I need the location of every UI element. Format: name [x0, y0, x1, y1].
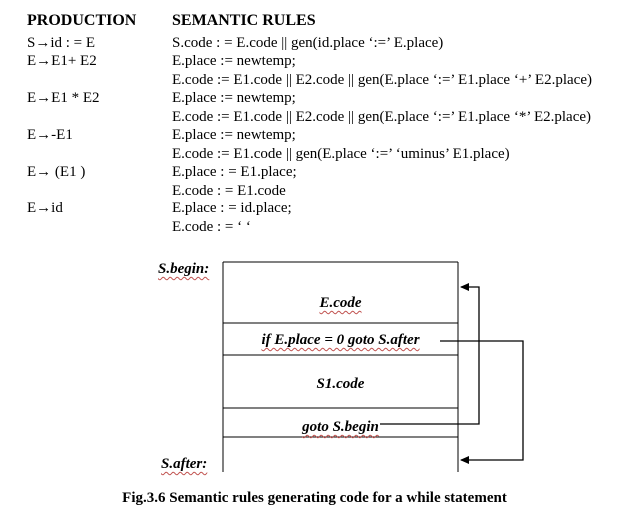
box-e-code-text: E.code — [319, 295, 362, 311]
loop-back-arrow — [380, 286, 480, 425]
box-e-code: E.code — [223, 295, 458, 312]
box-s1-code-text: S1.code — [316, 376, 365, 392]
rule-line: E.code := E1.code || gen(E.place ‘:=’ ‘u… — [172, 145, 510, 162]
arrow-head — [460, 283, 469, 291]
box-if-test: if E.place = 0 goto S.after — [223, 332, 458, 349]
rule-line: E.code : = E1.code — [172, 182, 286, 199]
box-if-test-text: if E.place = 0 goto S.after — [261, 332, 420, 348]
rule-line: S.code : = E.code || gen(id.place ‘:=’ E… — [172, 35, 444, 51]
production-cell: S→id : = E — [27, 35, 96, 51]
production-cell: E→id — [27, 200, 63, 216]
rule-line: E.place := newtemp; — [172, 127, 296, 143]
rule-line: E.code := E1.code || E2.code || gen(E.pl… — [172, 108, 592, 125]
rule-line: E.place := newtemp; — [172, 53, 296, 69]
s-begin-label: S.begin: — [158, 261, 210, 277]
semantic-rules-header: SEMANTIC RULES — [172, 12, 316, 29]
arrow-head — [460, 456, 469, 464]
production-header: PRODUCTION — [27, 12, 137, 29]
box-s1-code: S1.code — [223, 376, 458, 393]
rule-line: E.place : = id.place; — [172, 200, 292, 216]
rule-line: E.code : = ‘ ‘ — [172, 218, 251, 235]
production-cell: E→-E1 — [27, 127, 73, 143]
figure-caption: Fig.3.6 Semantic rules generating code f… — [122, 490, 507, 506]
box-goto-begin-text: goto S.begin — [302, 419, 379, 435]
rule-line: E.place : = E1.place; — [172, 164, 297, 180]
box-goto-begin: goto S.begin — [223, 419, 458, 436]
production-cell: E→E1 * E2 — [27, 90, 100, 106]
s-after-label: S.after: — [161, 456, 208, 472]
rule-line: E.code := E1.code || E2.code || gen(E.pl… — [172, 71, 592, 88]
rule-line: E.place := newtemp; — [172, 90, 296, 106]
production-cell: E→E1+ E2 — [27, 53, 97, 69]
exit-arrow — [440, 340, 524, 461]
production-cell: E→ (E1 ) — [27, 164, 86, 180]
